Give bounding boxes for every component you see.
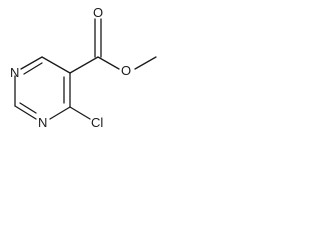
bond-ring-c2-n3-inner: [19, 102, 37, 114]
bond-ring-c5-c6: [41, 56, 71, 74]
bond-ester-o-methyl: [134, 56, 157, 70]
atom-label-ring-n-upper: N: [10, 65, 19, 80]
atom-label-ester-oxygen: O: [121, 63, 131, 78]
bond-c4-chlorine: [69, 106, 91, 120]
atom-label-chlorine: Cl: [91, 115, 103, 130]
bond-ring-c6-n1-inner: [23, 62, 43, 75]
bond-ring-c2-n3: [14, 105, 37, 120]
bond-carbonyl-c-ester-o: [97, 56, 120, 70]
methyl-ester-group: [69, 18, 157, 74]
bond-ring-n3-c4: [49, 106, 71, 120]
bond-ring-c6-n1: [20, 56, 43, 70]
atom-label-carbonyl-oxygen: O: [93, 5, 103, 20]
bond-c5-carbonyl-c: [69, 56, 99, 74]
pyrimidine-ring: [14, 56, 71, 120]
molecule-structure-diagram: N N O O Cl: [10, 5, 157, 130]
atom-label-ring-n-lower: N: [38, 115, 47, 130]
